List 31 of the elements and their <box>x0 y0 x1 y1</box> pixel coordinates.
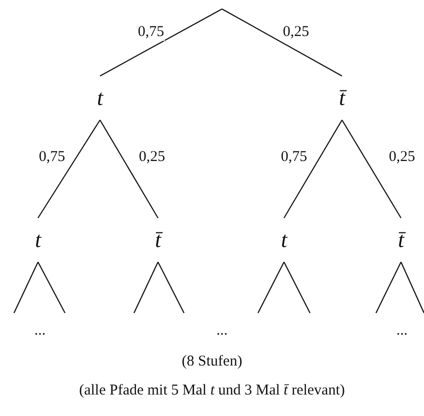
caption: (alle Pfade mit 5 Mal t und 3 Mal t̄ relevant) <box>79 382 345 398</box>
ellipsis: ... <box>396 322 408 340</box>
branch-line <box>400 262 424 314</box>
event-symbol: t̄ <box>154 229 162 251</box>
branch-line <box>134 262 158 314</box>
event-symbol: t <box>34 229 42 251</box>
probability-label: 0,25 <box>388 148 416 166</box>
event-symbol: t̄ <box>338 87 346 109</box>
event-symbol: t <box>280 229 288 251</box>
ellipsis: ... <box>34 322 46 340</box>
probability-label: 0,25 <box>138 148 166 166</box>
branch-line <box>38 262 66 314</box>
probability-label: 0,75 <box>136 24 166 40</box>
note-text: (8 Stufen) <box>182 354 242 370</box>
branch-line <box>158 262 184 314</box>
branch-line <box>284 120 342 218</box>
branch-line <box>376 262 402 314</box>
ellipsis: ... <box>216 322 228 340</box>
event-symbol: t̄ <box>398 229 404 251</box>
branch-line <box>284 262 310 314</box>
probability-label: 0,25 <box>282 24 310 40</box>
branch-line <box>38 120 100 218</box>
branch-line <box>100 120 158 218</box>
branch-line <box>342 120 402 218</box>
branch-line <box>14 262 38 314</box>
event-symbol: t <box>96 87 104 109</box>
probability-label: 0,75 <box>38 148 66 166</box>
branch-line <box>100 8 222 76</box>
probability-label: 0,75 <box>280 148 308 166</box>
branch-line <box>258 262 284 314</box>
branch-line <box>222 8 342 76</box>
